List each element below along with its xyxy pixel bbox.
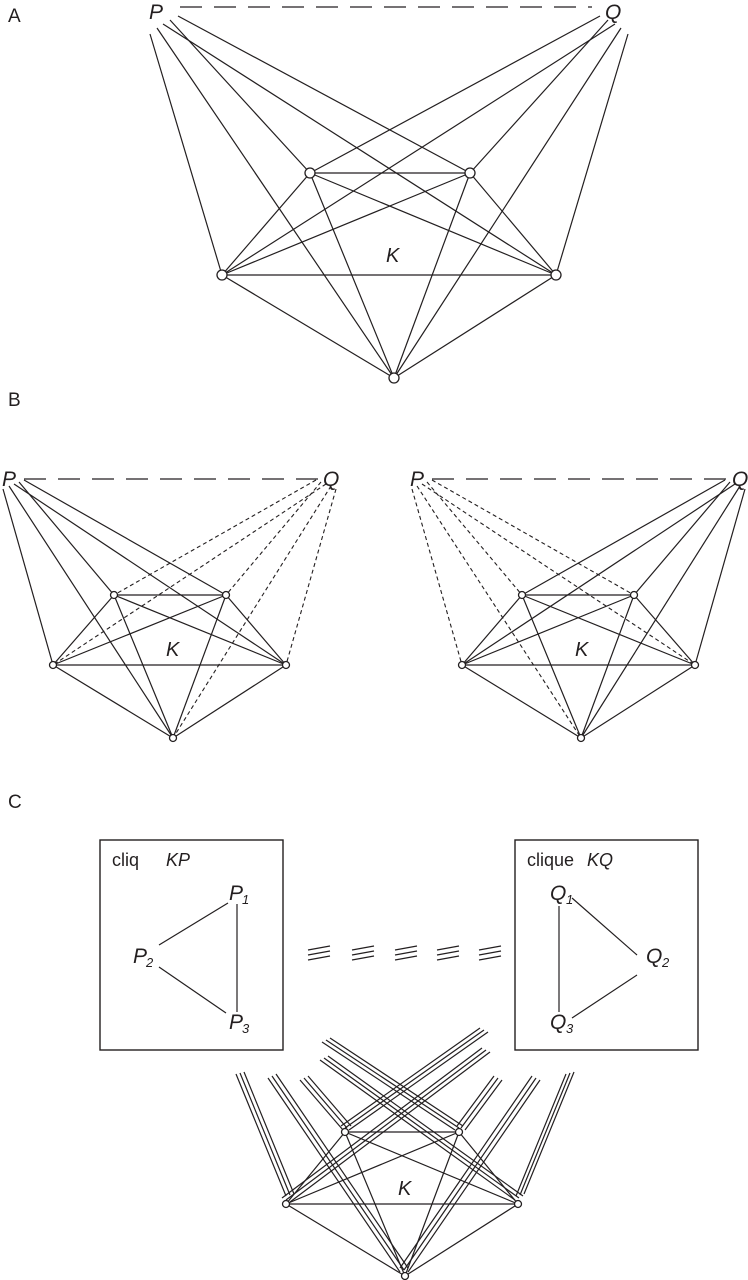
node-q3-subscript: 3 bbox=[566, 1021, 574, 1036]
node-p2-subscript: 2 bbox=[145, 955, 154, 970]
node-q-label: Q bbox=[732, 468, 748, 491]
box-title-italic: KP bbox=[166, 850, 190, 870]
k-node-4 bbox=[513, 1199, 523, 1209]
k-node-4 bbox=[281, 660, 291, 670]
panel-b-left: P Q K bbox=[2, 468, 339, 743]
k-node-3 bbox=[457, 660, 467, 670]
node-p1-label: P bbox=[229, 882, 243, 905]
panel-a: A bbox=[8, 1, 629, 384]
k-node-1 bbox=[517, 590, 527, 600]
k-node-3 bbox=[216, 269, 228, 281]
clique-kq-box: clique KQ Q 1 Q 2 Q 3 bbox=[514, 839, 699, 1051]
k-node-2 bbox=[221, 590, 231, 600]
panel-c: C cliq KP P 1 P 2 P 3 clique KQ Q 1 Q bbox=[8, 792, 699, 1280]
node-q3-label: Q bbox=[550, 1011, 566, 1034]
k-node-2 bbox=[464, 167, 476, 179]
panel-b-label: B bbox=[8, 390, 21, 411]
box-title-italic: KQ bbox=[587, 850, 613, 870]
kp-kq-triple-link bbox=[307, 945, 502, 961]
k-node-1 bbox=[109, 590, 119, 600]
k-node-3 bbox=[48, 660, 58, 670]
k-node-1 bbox=[340, 1127, 350, 1137]
triple-edges-to-kq bbox=[281, 1027, 575, 1273]
k-node-5 bbox=[576, 733, 586, 743]
node-p3-subscript: 3 bbox=[242, 1021, 250, 1036]
node-q2-label: Q bbox=[646, 945, 662, 968]
box-title: cliq bbox=[112, 850, 139, 870]
triple-edges-to-kp bbox=[235, 1037, 524, 1273]
node-p1-subscript: 1 bbox=[242, 892, 249, 907]
k-node-2 bbox=[629, 590, 639, 600]
k-node-5 bbox=[400, 1271, 410, 1280]
panel-a-label: A bbox=[8, 6, 21, 27]
k-node-1 bbox=[304, 167, 316, 179]
panel-b: B bbox=[2, 390, 748, 743]
k-node-5 bbox=[168, 733, 178, 743]
node-q2-subscript: 2 bbox=[661, 955, 670, 970]
node-q-label: Q bbox=[605, 1, 621, 24]
node-p-label: P bbox=[410, 468, 424, 491]
box-title: clique bbox=[527, 850, 574, 870]
k-node-2 bbox=[454, 1127, 464, 1137]
node-p-label: P bbox=[149, 1, 163, 24]
node-q1-subscript: 1 bbox=[566, 892, 573, 907]
node-p2-label: P bbox=[133, 945, 147, 968]
k-node-5 bbox=[388, 372, 400, 384]
clique-k-label: K bbox=[166, 639, 181, 661]
k-node-4 bbox=[550, 269, 562, 281]
k-node-3 bbox=[281, 1199, 291, 1209]
k-node-4 bbox=[690, 660, 700, 670]
clique-k-label: K bbox=[386, 245, 401, 267]
panel-a-edges bbox=[149, 15, 629, 379]
clique-k-label: K bbox=[398, 1178, 413, 1200]
clique-kp-box: cliq KP P 1 P 2 P 3 bbox=[99, 839, 284, 1051]
panel-c-label: C bbox=[8, 792, 22, 813]
clique-k-label: K bbox=[575, 639, 590, 661]
panel-c-k-clique: K bbox=[235, 1027, 575, 1280]
node-q-label: Q bbox=[323, 468, 339, 491]
node-p3-label: P bbox=[229, 1011, 243, 1034]
node-p-label: P bbox=[2, 468, 16, 491]
node-q1-label: Q bbox=[550, 882, 566, 905]
panel-b-right: P Q K bbox=[410, 468, 748, 743]
